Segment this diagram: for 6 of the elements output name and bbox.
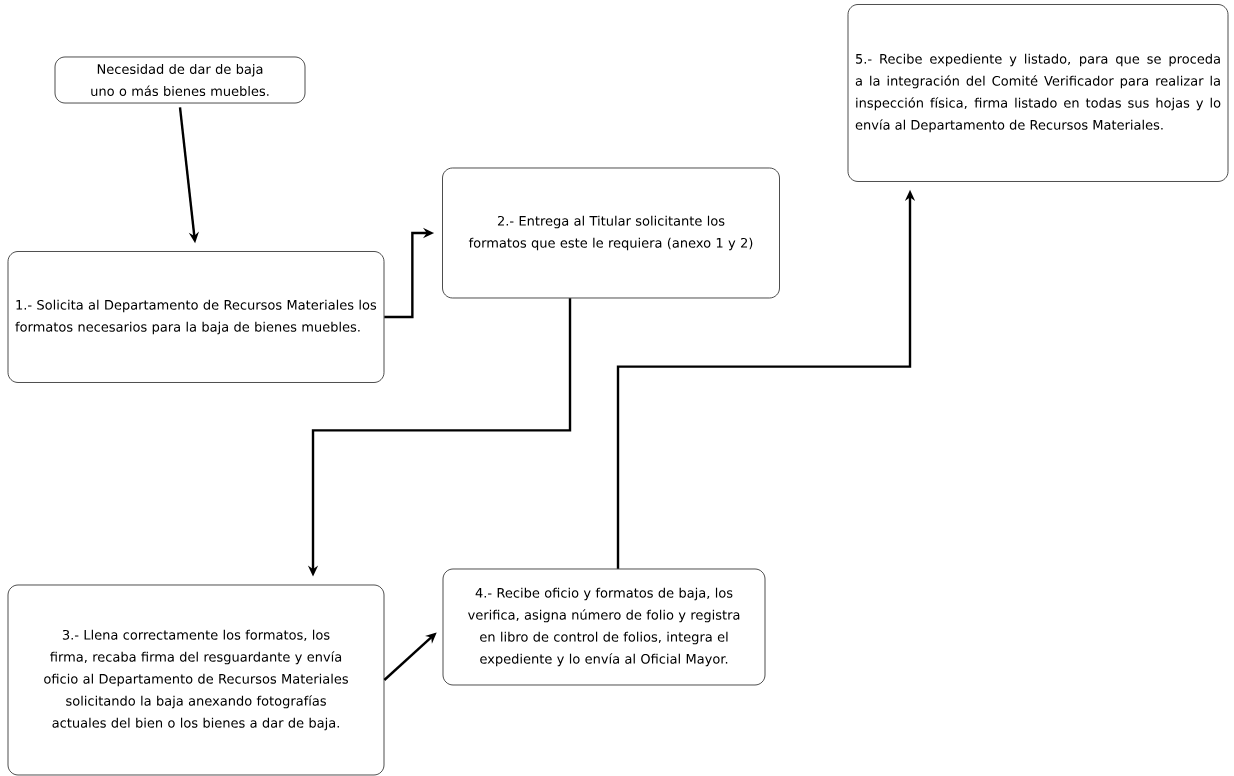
process-box: Necesidad de dar de baja uno o más bienes muebles. [54, 56, 306, 104]
process-box: 2.- Entrega al Titular solicitante los formatos que este le requiera (anexo 1 y 2) [442, 167, 780, 299]
process-box: 3.- Llena correctamente los formatos, los firma, recaba firma del resguardante y envía oficio al Departamento de Recursos Materiales solicitando la baja anexando fotografías actuales del bien o los bienes a dar de baja. [7, 584, 385, 776]
process-box: 1.- Solicita al Departamento de Recursos Materiales los formatos necesarios para la baja de bienes muebles. [7, 251, 385, 383]
process-box: 4.- Recibe oficio y formatos de baja, los verifica, asigna número de folio y registra en libro de control de folios, integra el expediente y lo envía al Oficial Mayor. [442, 568, 766, 686]
process-box: 5.- Recibe expediente y listado, para que se proceda a la integración del Comité Verificador para realizar la inspección física, firma listado en todas sus hojas y lo envía al Departamento de Recursos Materiales. [847, 4, 1229, 182]
